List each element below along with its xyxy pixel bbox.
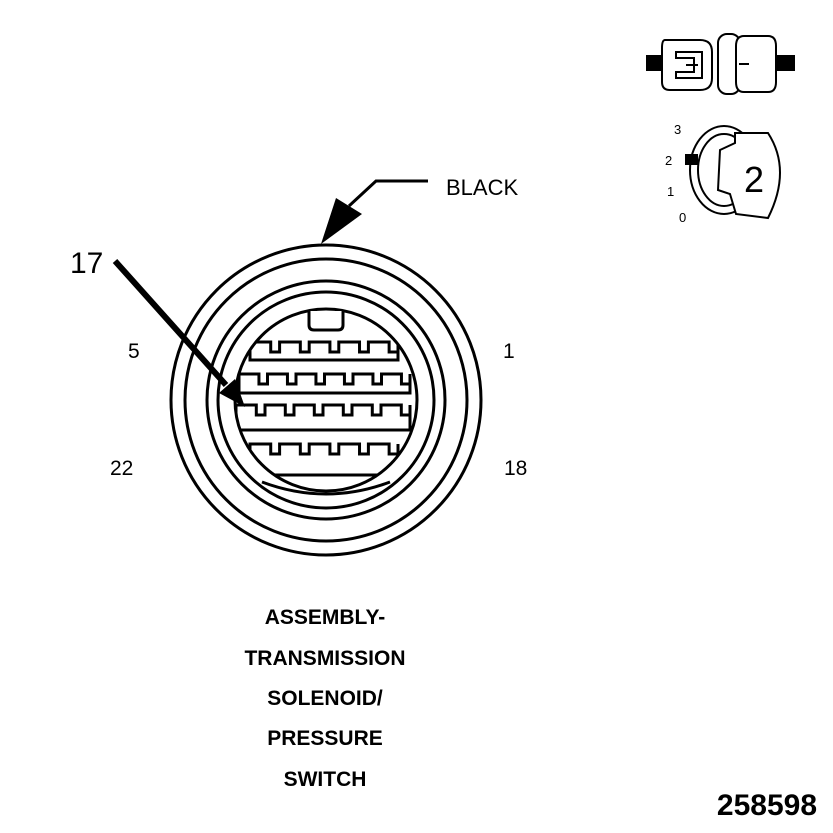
caption-line-3: SOLENOID/ bbox=[267, 687, 383, 710]
position-key-icon: 3 2 1 0 2 bbox=[665, 122, 781, 225]
keyway-notch bbox=[307, 311, 345, 332]
terminal-cavity-row-3 bbox=[235, 403, 412, 432]
pointer-pin-label: 17 bbox=[70, 247, 103, 280]
pin-17-arrowhead bbox=[219, 379, 245, 407]
wire-color-arrowhead bbox=[321, 198, 362, 244]
pin-17-pointer bbox=[112, 258, 245, 407]
terminal-cavity-row-4 bbox=[248, 442, 400, 477]
connector-face bbox=[169, 243, 483, 557]
position-scale-1: 1 bbox=[667, 184, 674, 199]
terminal-cavity-row-2 bbox=[237, 372, 412, 395]
position-selected-value: 2 bbox=[744, 159, 764, 200]
terminal-cavity-row-1 bbox=[248, 340, 400, 362]
insert-bottom-arc bbox=[261, 480, 391, 496]
position-scale-2: 2 bbox=[665, 153, 672, 168]
wire-color-leader bbox=[321, 179, 428, 244]
pin-label-top-right: 1 bbox=[503, 340, 515, 363]
shell-ring-2 bbox=[183, 257, 469, 543]
pin-label-top-left: 5 bbox=[128, 340, 140, 363]
caption-line-5: SWITCH bbox=[284, 768, 367, 791]
figure-number: 258598 bbox=[717, 789, 817, 822]
caption-line-1: ASSEMBLY- bbox=[265, 606, 386, 629]
caption-line-2: TRANSMISSION bbox=[244, 647, 405, 670]
shell-ring-3 bbox=[205, 279, 447, 521]
position-scale-0: 0 bbox=[679, 210, 686, 225]
caption-line-4: PRESSURE bbox=[267, 727, 383, 750]
connector-mating-icon bbox=[646, 33, 795, 95]
terminal-cavity-rows bbox=[235, 340, 412, 477]
pin-label-bottom-left: 22 bbox=[110, 457, 133, 480]
pin-label-bottom-right: 18 bbox=[504, 457, 527, 480]
wire-color-label: BLACK bbox=[446, 175, 518, 200]
outer-shell-ring bbox=[169, 243, 483, 557]
component-caption: ASSEMBLY- TRANSMISSION SOLENOID/ PRESSUR… bbox=[244, 606, 405, 791]
position-scale-3: 3 bbox=[674, 122, 681, 137]
shell-ring-4 bbox=[216, 290, 436, 510]
insert-ring bbox=[233, 307, 419, 493]
position-indicator bbox=[685, 154, 698, 165]
